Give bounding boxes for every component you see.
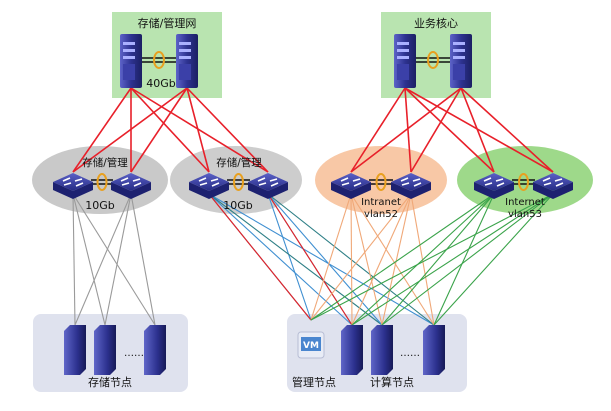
agg4-name: Internet (505, 197, 545, 208)
downlink-agg3L-2 (350, 193, 383, 326)
switch-icon-a4L (474, 173, 514, 199)
business-core-server-right (450, 34, 472, 88)
downlink-agg3R-0 (310, 193, 412, 321)
downlink-storage-a1R (74, 193, 132, 326)
uplink-storage-a1L (72, 87, 132, 173)
compute-nodes-label: 计算节点 (370, 375, 414, 389)
compute-ellipsis: …… (400, 348, 420, 359)
switch-icon-a2L (189, 173, 229, 199)
uplink-business-a3L (350, 87, 406, 173)
switch-layer (53, 173, 573, 199)
downlink-agg4L-0 (310, 193, 495, 321)
uplink-storage-a1R (130, 87, 188, 173)
agg3-vlan: vlan52 (364, 209, 398, 220)
agg1-pair-link-bundle (96, 173, 108, 191)
storage-node-3 (144, 325, 166, 375)
agg1-title: 存储/管理 (82, 156, 128, 169)
uplink-storage-a2R (186, 87, 269, 173)
switch-icon-a3L (331, 173, 371, 199)
uplink-business-a4R (460, 87, 554, 173)
agg4-vlan: vlan53 (508, 209, 542, 220)
link-lines (72, 87, 554, 326)
storage-core-server-right (176, 34, 198, 88)
business-core-title: 业务核心 (414, 16, 458, 30)
downlink-agg3R-2 (381, 193, 412, 326)
storage-node-1 (64, 325, 86, 375)
switch-icon-a1L (53, 173, 93, 199)
switch-icon-a4R (533, 173, 573, 199)
switch-icon-a3R (391, 173, 431, 199)
uplink-storage-a2L (130, 87, 210, 173)
compute-node-1 (341, 325, 363, 375)
agg2-title: 存储/管理 (216, 156, 262, 169)
switch-icon-a2R (248, 173, 288, 199)
downlink-agg4R-2 (381, 193, 554, 326)
compute-node-2 (371, 325, 393, 375)
downlink-storage-a1L (72, 193, 106, 326)
agg2-pair-link (227, 173, 250, 191)
downlink-agg2L-2 (208, 193, 383, 326)
uplink-storage-a1L (72, 87, 188, 173)
downlink-storage-a1L (72, 193, 76, 326)
agg3-pair-link-bundle (375, 173, 387, 191)
downlink-agg3L-0 (310, 193, 352, 321)
storage-core-link (142, 51, 176, 69)
agg2-pair-link-bundle (233, 173, 244, 191)
downlink-agg2R-0 (267, 193, 312, 321)
uplink-business-a4L (404, 87, 495, 173)
downlink-agg2L-3 (208, 193, 435, 326)
downlink-agg4L-3 (433, 193, 495, 326)
management-node-label: 管理节点 (292, 375, 336, 389)
uplink-business-a3L (350, 87, 462, 173)
downlink-agg3L-3 (350, 193, 435, 326)
downlink-agg4R-0 (310, 193, 554, 321)
downlink-agg4R-3 (433, 193, 554, 326)
agg4-pair-link (512, 173, 535, 191)
downlink-agg2R-comp-red (267, 193, 353, 326)
switch-icon-a1R (111, 173, 151, 199)
storage-core-title: 存储/管理网 (138, 16, 197, 30)
storage-nodes-label: 存储节点 (88, 375, 132, 389)
downlink-storage-a1R (130, 193, 156, 326)
uplink-storage-a2R (130, 87, 269, 173)
agg2-link-speed: 10Gb (223, 199, 253, 212)
agg3-name: Intranet (361, 197, 401, 208)
compute-node-3 (423, 325, 445, 375)
business-core-server-left (394, 34, 416, 88)
downlink-agg4L-1 (351, 193, 495, 326)
downlink-storage-a1R (104, 193, 132, 326)
management-node-vm-icon: VM (297, 331, 325, 359)
storage-core-server-left (120, 34, 142, 88)
agg4-pair-link-bundle (518, 173, 529, 191)
downlink-agg2L-1 (208, 193, 353, 326)
downlink-agg4R-1 (351, 193, 554, 326)
downlink-agg4L-2 (381, 193, 495, 326)
agg3-pair-link (369, 173, 393, 191)
uplink-business-a3R (404, 87, 412, 173)
downlink-agg2R-2 (267, 193, 383, 326)
downlink-agg3R-1 (351, 193, 412, 326)
uplink-business-a4R (404, 87, 554, 173)
storage-ellipsis: …… (124, 348, 144, 359)
uplink-business-a3R (410, 87, 462, 173)
agg1-link-speed: 10Gb (85, 199, 115, 212)
vm-badge: VM (303, 341, 319, 351)
storage-core-link-speed: 40Gb (146, 77, 176, 90)
storage-node-2 (94, 325, 116, 375)
downlink-storage-a1L (72, 193, 156, 326)
business-core-link (416, 51, 450, 69)
agg1-pair-link (91, 173, 113, 191)
downlink-agg3L-1 (350, 193, 353, 326)
downlink-agg2L-mgmt-red (208, 193, 312, 321)
